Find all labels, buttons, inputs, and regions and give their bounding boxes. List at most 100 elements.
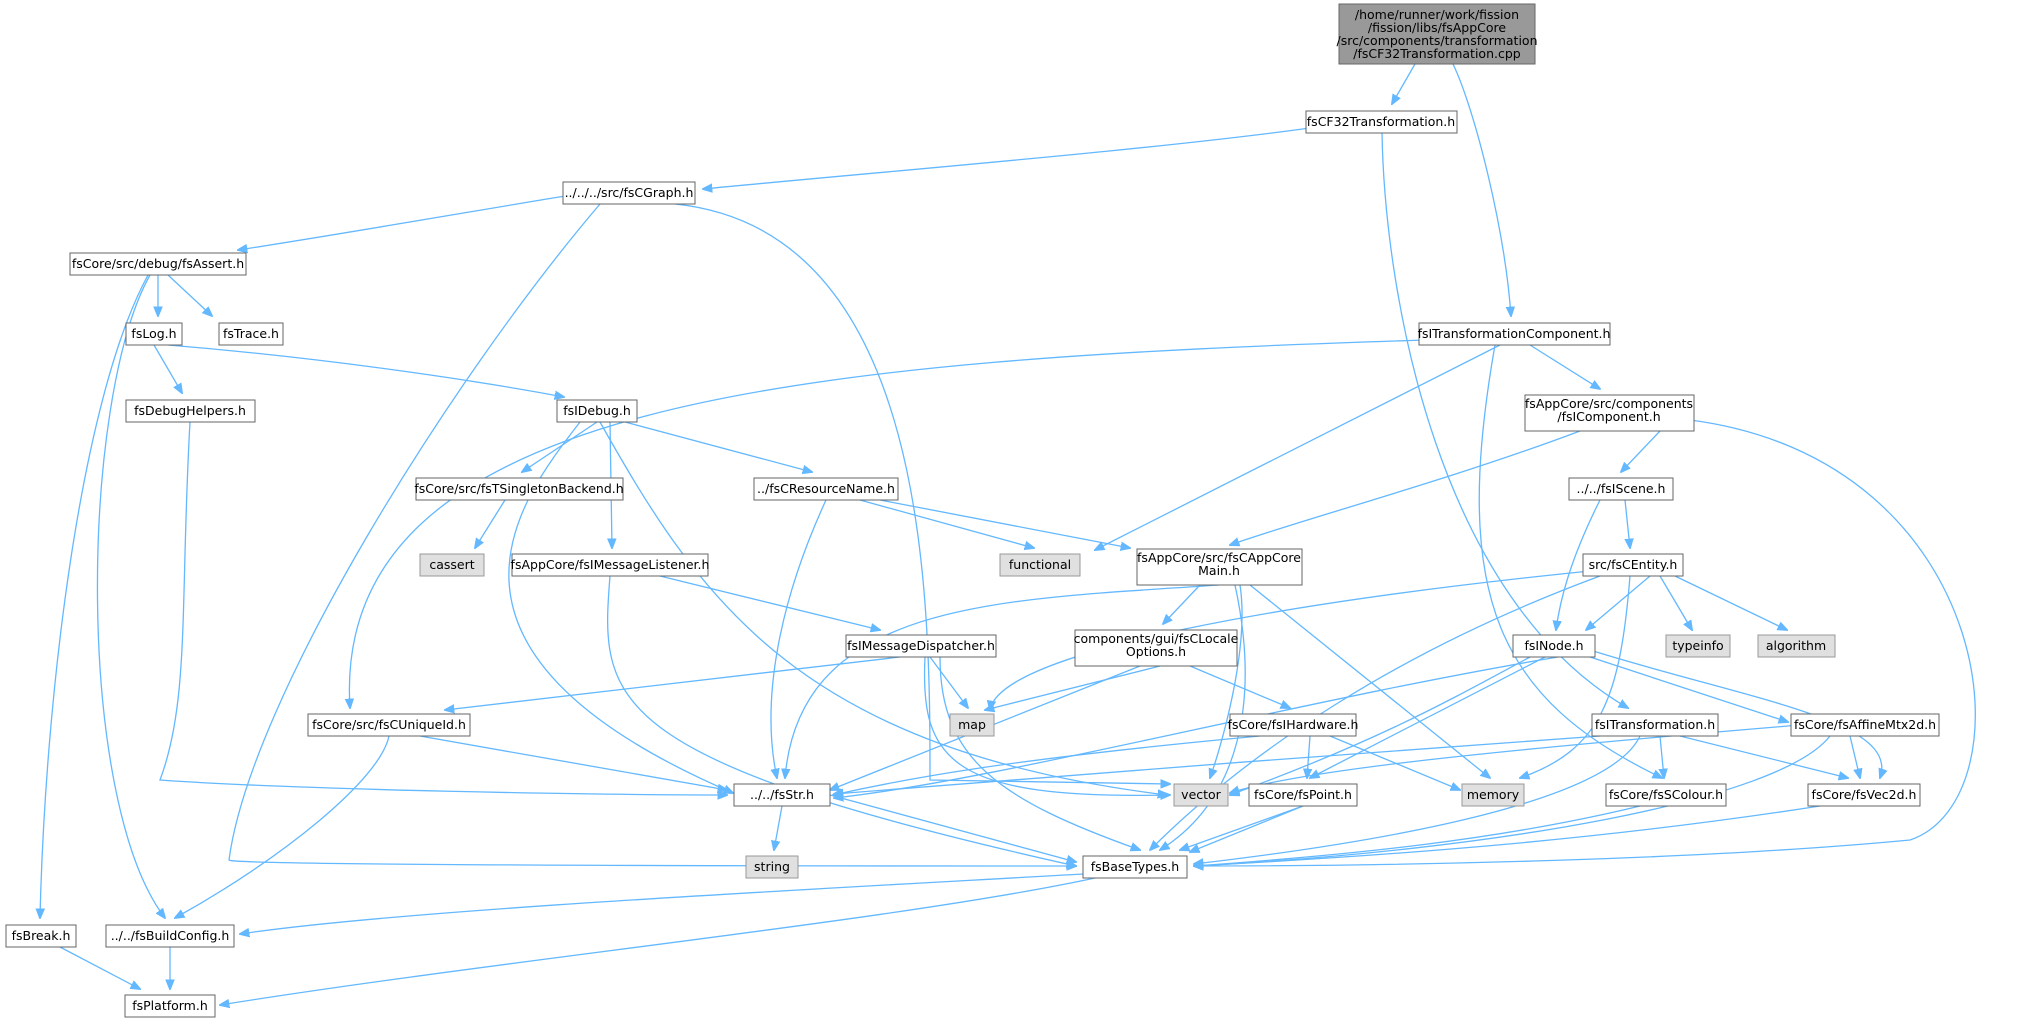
include-edge (508, 421, 733, 793)
include-edge (1230, 430, 1581, 545)
include-edge (1194, 735, 1641, 864)
node-label: fsITransformation.h (1595, 717, 1715, 732)
node-fsBuildConfig[interactable]: ../../fsBuildConfig.h (105, 924, 235, 948)
include-edge (829, 794, 1076, 862)
node-fsLog[interactable]: fsLog.h (125, 322, 183, 346)
node-fsIMessageDispatcher[interactable]: fsIMessageDispatcher.h (845, 634, 997, 658)
include-edge (349, 339, 1426, 708)
include-edge (659, 575, 880, 630)
root-file-label: /home/runner/work/fission/fission/libs/f… (1337, 7, 1538, 61)
node-fsITransformation[interactable]: fsITransformation.h (1591, 713, 1719, 737)
node-fsTrace[interactable]: fsTrace.h (218, 322, 284, 346)
root-file-node[interactable]: /home/runner/work/fission/fission/libs/f… (1337, 3, 1538, 65)
include-edge (1329, 735, 1460, 790)
node-fsAffineMtx2d[interactable]: fsCore/fsAffineMtx2d.h (1790, 713, 1940, 737)
node-fsINode[interactable]: fsINode.h (1512, 634, 1596, 658)
include-edge (1190, 805, 1304, 852)
include-edge (238, 195, 566, 250)
node-fsCF32Transformation[interactable]: fsCF32Transformation.h (1305, 110, 1458, 134)
include-edge (228, 203, 1076, 866)
node-label: fsCore/fsSColour.h (1609, 787, 1723, 802)
include-edge (1194, 735, 1831, 866)
node-label: string (754, 859, 790, 874)
include-edge (1230, 656, 1531, 795)
node-fsAssert[interactable]: fsCore/src/debug/fsAssert.h (69, 252, 247, 276)
node-fsITransformationComponent[interactable]: fsITransformationComponent.h (1418, 322, 1611, 346)
include-edge (1478, 344, 1662, 778)
include-edge (1586, 575, 1651, 630)
include-edge (1520, 575, 1631, 778)
node-fsCResourceName[interactable]: ../fsCResourceName.h (753, 477, 899, 501)
node-algorithm[interactable]: algorithm (1757, 634, 1836, 658)
node-fsSColour[interactable]: fsCore/fsSColour.h (1605, 783, 1727, 807)
include-edge (674, 203, 1170, 784)
include-edge (1310, 656, 1546, 778)
node-fsIDebug[interactable]: fsIDebug.h (556, 399, 638, 423)
include-edge (1849, 735, 1860, 778)
node-fsVec2d[interactable]: fsCore/fsVec2d.h (1807, 783, 1921, 807)
include-edge (175, 735, 390, 918)
include-edge (1589, 649, 1882, 778)
node-fsIHardware[interactable]: fsCore/fsIHardware.h (1228, 713, 1359, 737)
include-edge (159, 421, 727, 795)
node-typeinfo[interactable]: typeinfo (1665, 634, 1731, 658)
include-edge (1679, 735, 1848, 778)
node-label: fsCore/src/fsCUniqueId.h (312, 717, 466, 732)
node-label: ../fsCResourceName.h (757, 481, 895, 496)
include-edge (419, 735, 727, 790)
node-label: vector (1181, 787, 1222, 802)
include-edge (774, 805, 783, 850)
node-label: functional (1009, 557, 1071, 572)
include-edge (923, 656, 1170, 795)
node-label: algorithm (1766, 638, 1826, 653)
node-fsIScene[interactable]: ../../fsIScene.h (1568, 477, 1674, 501)
node-fsCGraph[interactable]: ../../../src/fsCGraph.h (562, 181, 696, 205)
include-edge (1621, 430, 1661, 472)
include-edge (1589, 656, 1788, 722)
include-edge (771, 499, 827, 778)
include-edge (1160, 584, 1246, 850)
node-map[interactable]: map (949, 713, 995, 737)
include-edge (1194, 805, 1821, 866)
node-label: fsINode.h (1524, 638, 1583, 653)
node-fsIMessageListener[interactable]: fsAppCore/fsIMessageListener.h (511, 553, 710, 577)
node-label: ../../fsStr.h (750, 787, 814, 802)
node-label: ../../fsIScene.h (1577, 481, 1666, 496)
node-label: fsPlatform.h (132, 998, 208, 1013)
node-fsCUniqueId[interactable]: fsCore/src/fsCUniqueId.h (307, 713, 471, 737)
node-functional[interactable]: functional (999, 553, 1081, 577)
include-edge (167, 344, 564, 397)
node-label: fsBaseTypes.h (1091, 859, 1179, 874)
include-edge (1150, 575, 1601, 850)
node-vector[interactable]: vector (1173, 783, 1229, 807)
include-edge (167, 274, 212, 316)
node-fsTSingletonBackend[interactable]: fsCore/src/fsTSingletonBackend.h (414, 477, 624, 501)
node-fsDebugHelpers[interactable]: fsDebugHelpers.h (125, 399, 256, 423)
include-edge (1392, 63, 1416, 104)
node-fsIComponent[interactable]: fsAppCore/src/components/fsIComponent.h (1524, 394, 1695, 432)
node-label: map (958, 717, 986, 732)
node-fsPoint[interactable]: fsCore/fsPoint.h (1248, 783, 1358, 807)
node-label: fsAppCore/src/components/fsIComponent.h (1525, 396, 1693, 424)
node-label: fsCore/src/fsTSingletonBackend.h (414, 481, 623, 496)
node-fsBreak[interactable]: fsBreak.h (5, 924, 77, 948)
node-fsCEntity[interactable]: src/fsCEntity.h (1582, 553, 1684, 577)
edges (40, 63, 1976, 1005)
include-edge (1194, 805, 1641, 866)
include-edge (1163, 584, 1201, 624)
node-fsStr[interactable]: ../../fsStr.h (733, 783, 831, 807)
node-label: fsCF32Transformation.h (1307, 114, 1455, 129)
include-edge (785, 584, 1220, 778)
node-fsPlatform[interactable]: fsPlatform.h (124, 994, 216, 1018)
include-edge (834, 735, 1601, 794)
node-fsBaseTypes[interactable]: fsBaseTypes.h (1082, 855, 1188, 879)
node-string[interactable]: string (745, 855, 799, 879)
node-cassert[interactable]: cassert (419, 553, 485, 577)
node-label: ../../../src/fsCGraph.h (565, 185, 694, 200)
include-edge (240, 873, 1084, 934)
node-memory[interactable]: memory (1461, 783, 1525, 807)
node-label: fsAppCore/fsIMessageListener.h (511, 557, 710, 572)
